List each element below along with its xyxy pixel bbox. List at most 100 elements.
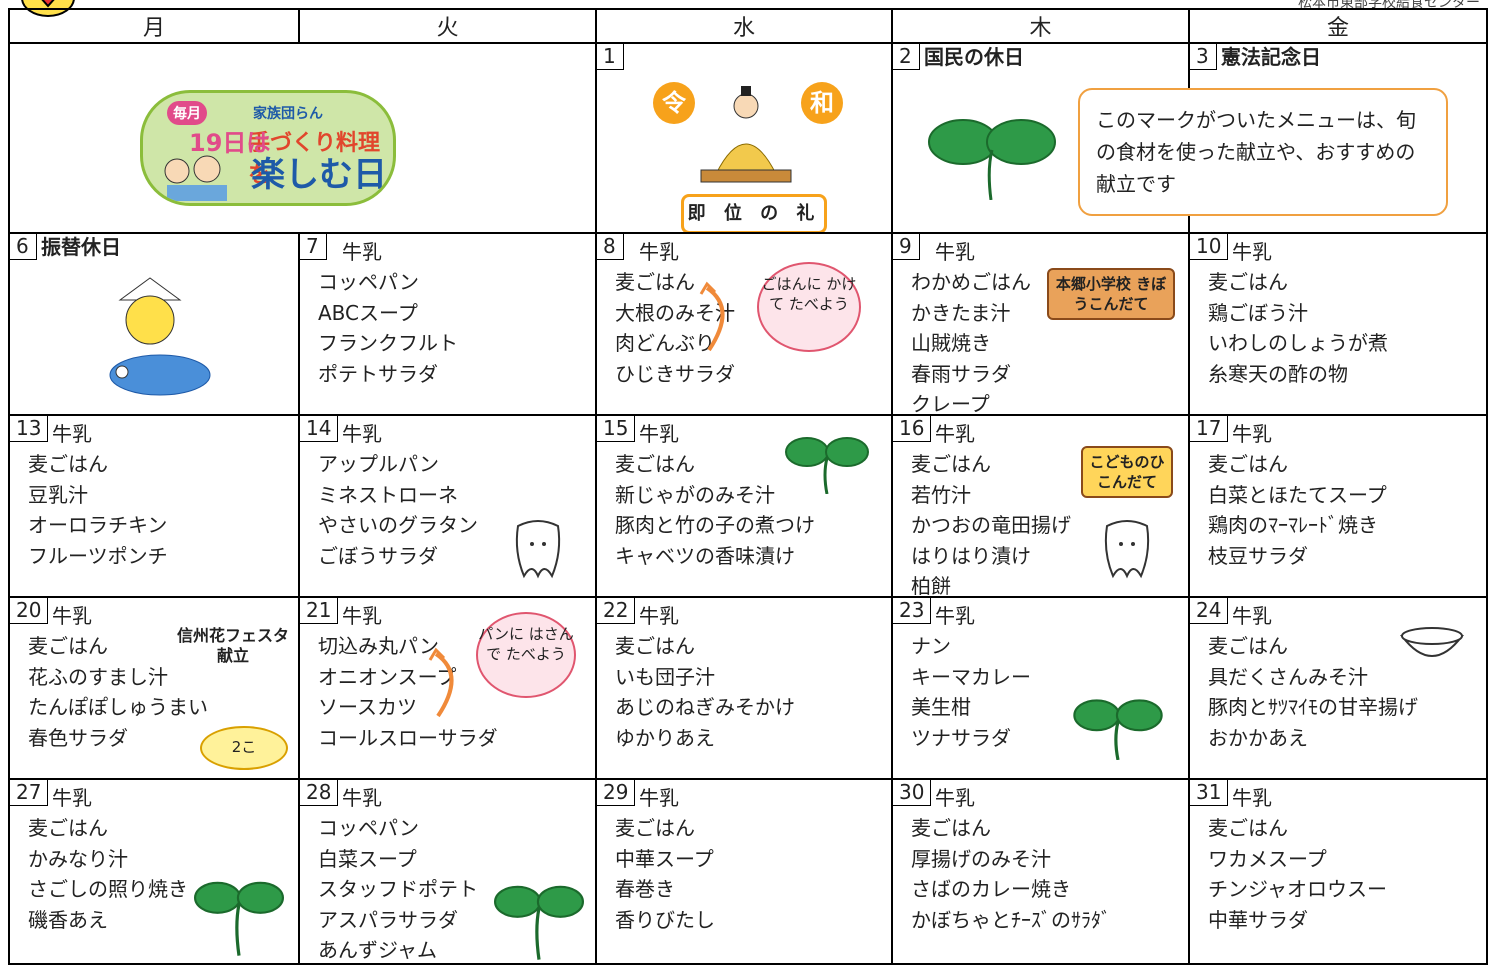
sprout-icon: [928, 119, 1056, 200]
menu-item: 豚肉と竹の子の煮つけ: [615, 513, 815, 537]
menu-item: かぼちゃとﾁｰｽﾞのｻﾗﾀﾞ: [911, 907, 1111, 932]
two-pieces-bubble: 2こ: [200, 726, 288, 770]
enthronement-label: 即 位 の 礼: [681, 194, 827, 231]
header-note: 松本市東部学校給食センター: [1298, 0, 1480, 11]
family-day-logo: 毎月 家族団らん 手づくり料理を 楽しむ日 19日は: [140, 90, 396, 206]
day-number: 22: [598, 599, 636, 624]
menu-item: あんずジャム: [318, 938, 437, 962]
sprout-icon: [1073, 699, 1163, 760]
milk-label: 牛乳: [342, 240, 382, 264]
day-mon: 月: [8, 8, 300, 44]
day-number: 17: [1191, 417, 1229, 442]
menu-item: 鶏ごぼう汁: [1208, 300, 1308, 325]
menu-item: 白菜とほたてスープ: [1208, 482, 1387, 507]
milk-label: 牛乳: [639, 240, 679, 264]
menu-item: クレープ: [911, 392, 990, 415]
menu-item: 厚揚げのみそ汁: [911, 846, 1051, 871]
menu-item: アスパラサラダ: [318, 907, 458, 932]
day-number: 21: [301, 599, 339, 624]
menu-item: 山賊焼き: [911, 331, 991, 355]
day-number: 10: [1191, 235, 1229, 260]
day-number: 28: [301, 781, 339, 806]
menu-item: 香りびたし: [615, 907, 715, 932]
menu-item: さごしの照り焼き: [28, 877, 188, 901]
menu-item: さばのカレー焼き: [911, 877, 1071, 901]
day-number: 13: [11, 417, 49, 442]
holiday-title: 国民の休日: [924, 45, 1024, 69]
menu-item: オーロラチキン: [28, 513, 168, 537]
menu-item: オニオンスープ: [318, 664, 457, 689]
menu-item: かつおの竜田揚げ: [911, 513, 1071, 537]
menu-item: 切込み丸パン: [318, 634, 439, 658]
sprout-icon: [194, 881, 284, 956]
day-number: 6: [11, 235, 37, 260]
day-number: 24: [1191, 599, 1229, 624]
menu-item: 麦ごはん: [1208, 816, 1288, 840]
menu-item: おかかあえ: [1208, 725, 1308, 750]
milk-label: 牛乳: [639, 604, 679, 628]
menu-item: コールスローサラダ: [318, 725, 498, 750]
milk-label: 牛乳: [342, 786, 382, 810]
menu-item: かきたま汁: [911, 300, 1011, 325]
day-fri: 金: [1188, 8, 1488, 44]
menu-item: 若竹汁: [911, 482, 971, 507]
menu-item: ナン: [911, 634, 951, 658]
menu-item: たんぽぽしゅうまい: [28, 695, 208, 719]
menu-item: 枝豆サラダ: [1208, 543, 1308, 568]
day-tue: 火: [298, 8, 597, 44]
menu-item: いも団子汁: [615, 664, 715, 689]
day-number: 16: [894, 417, 932, 442]
menu-item: ワカメスープ: [1208, 846, 1327, 871]
milk-label: 牛乳: [342, 604, 382, 628]
menu-item: フルーツポンチ: [28, 543, 168, 568]
menu-item: はりはり漬け: [911, 543, 1031, 568]
milk-label: 牛乳: [639, 422, 679, 446]
bread-tip-bubble: パンに はさんで たべよう: [476, 612, 576, 698]
menu-item: 鶏肉のﾏｰﾏﾚｰﾄﾞ焼き: [1208, 513, 1378, 537]
menu-item: キーマカレー: [911, 664, 1031, 689]
menu-item: コッペパン: [318, 816, 419, 840]
milk-label: 牛乳: [1232, 604, 1272, 628]
day-wed: 水: [595, 8, 893, 44]
menu-item: 麦ごはん: [1208, 452, 1288, 476]
menu-item: 花ふのすまし汁: [28, 664, 168, 689]
menu-item: 糸寒天の酢の物: [1208, 361, 1348, 386]
day-number: 8: [598, 235, 624, 260]
menu-item: ひじきサラダ: [615, 361, 735, 386]
tooth-icon: [515, 520, 561, 579]
curved-arrow-icon: [699, 281, 725, 352]
milk-label: 牛乳: [639, 786, 679, 810]
menu-item: 麦ごはん: [1208, 270, 1288, 294]
menu-item: やさいのグラタン: [318, 513, 478, 537]
menu-item: ポテトサラダ: [318, 361, 438, 386]
menu-item: 中華スープ: [615, 846, 714, 871]
menu-item: 中華サラダ: [1208, 907, 1308, 932]
menu-item: 麦ごはん: [28, 452, 108, 476]
menu-item: 麦ごはん: [615, 634, 695, 658]
menu-item: 春雨サラダ: [911, 361, 1011, 386]
day-number: 27: [11, 781, 49, 806]
menu-item: 豆乳汁: [28, 482, 88, 507]
weekday-header: 月 火 水 木 金: [8, 8, 1488, 44]
menu-item: コッペパン: [318, 270, 419, 294]
menu-item: いわしのしょうが煮: [1208, 331, 1388, 355]
seasonal-mark-note: このマークがついたメニューは、旬の食材を使った献立や、おすすめの献立です: [1078, 88, 1448, 216]
family-icon: [164, 155, 227, 201]
milk-label: 牛乳: [935, 786, 975, 810]
menu-item: 美生柑: [911, 695, 971, 719]
menu-item: 春色サラダ: [28, 725, 128, 750]
